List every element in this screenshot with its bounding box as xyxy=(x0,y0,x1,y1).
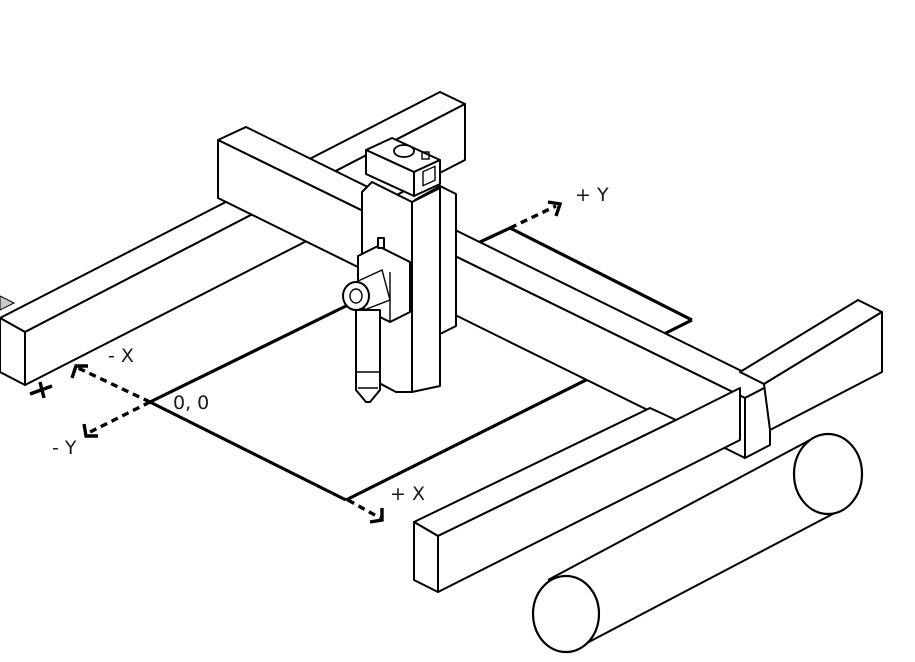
left-rail xyxy=(0,91,466,386)
plus-x-arrowhead xyxy=(369,508,384,524)
minus-x-label: - X xyxy=(108,345,134,367)
minus-x-arrow xyxy=(77,366,151,404)
right-rail xyxy=(413,299,883,593)
plus-x-label: + X xyxy=(390,483,425,505)
roller-cylinder xyxy=(531,432,864,654)
plus-x-arrow xyxy=(347,498,381,520)
origin-label: 0, 0 xyxy=(173,392,209,414)
tool-head-carriage xyxy=(342,137,457,403)
plus-y-arrowhead xyxy=(547,200,563,217)
minus-x-arrowhead xyxy=(70,364,88,379)
gantry-bridge xyxy=(217,126,771,459)
plus-y-label: + Y xyxy=(575,184,609,206)
axis-arrows xyxy=(29,200,563,524)
minus-y-arrowhead xyxy=(82,423,98,438)
plus-y-arrow xyxy=(509,204,557,230)
minus-y-arrow xyxy=(89,400,151,434)
minus-y-label: - Y xyxy=(52,437,77,459)
